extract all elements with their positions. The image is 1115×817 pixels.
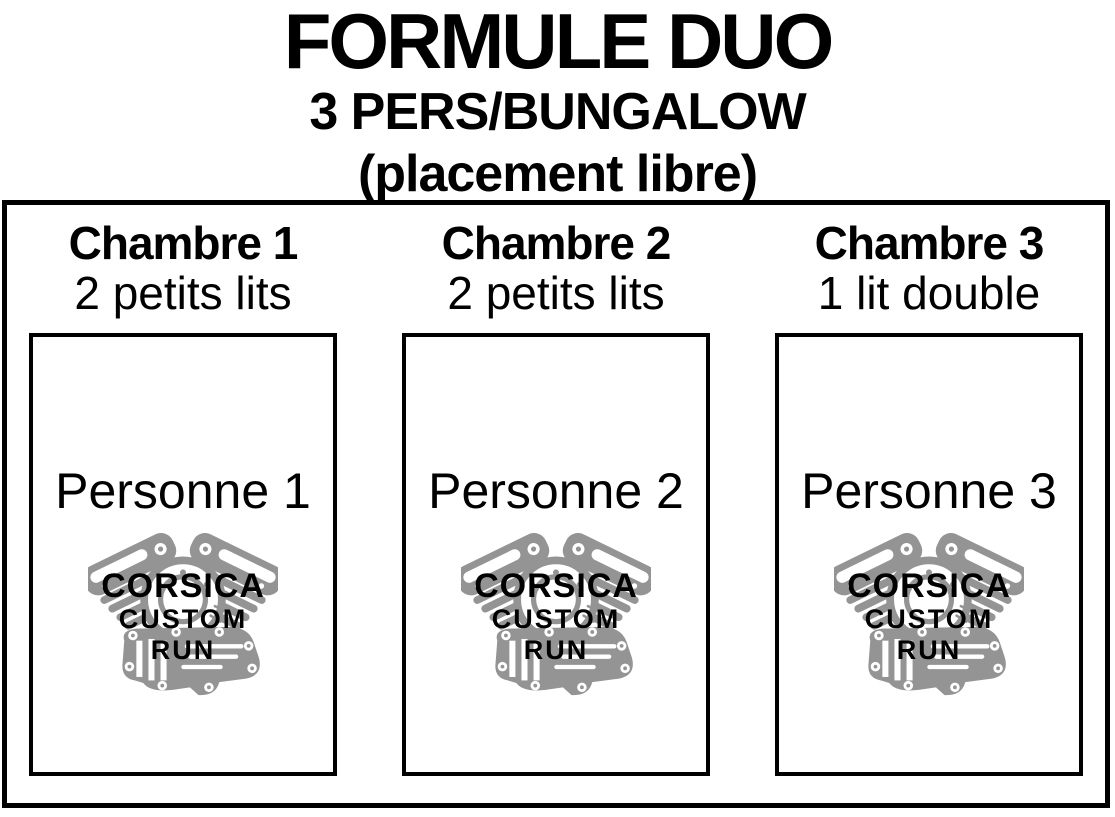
room-3-name: Chambre 3 bbox=[814, 217, 1045, 269]
logo-line-run: RUN bbox=[896, 635, 962, 666]
room-3-person: Personne 3 bbox=[801, 463, 1057, 519]
room-3-beds: 1 lit double bbox=[817, 266, 1041, 319]
logo-text: CORSICA CUSTOM RUN bbox=[431, 566, 681, 666]
room-column-3: Chambre 3 1 lit double Personne 3 CORSIC… bbox=[775, 205, 1083, 803]
bungalow-board: Chambre 1 2 petits lits Personne 1 CORSI… bbox=[2, 200, 1110, 808]
room-1-person: Personne 1 bbox=[55, 463, 311, 519]
logo-line-run: RUN bbox=[150, 635, 216, 666]
room-column-1: Chambre 1 2 petits lits Personne 1 CORSI… bbox=[29, 205, 337, 803]
logo-line-run: RUN bbox=[523, 635, 589, 666]
corsica-custom-run-logo: CORSICA CUSTOM RUN bbox=[461, 529, 651, 704]
page-subtitle: 3 PERS/BUNGALOW bbox=[309, 83, 806, 141]
room-1-name: Chambre 1 bbox=[68, 217, 299, 269]
room-1-header: Chambre 1 2 petits lits bbox=[29, 205, 337, 333]
room-1-box: Personne 1 CORSICA CUSTOM RUN bbox=[29, 333, 337, 776]
page-title: FORMULE DUO bbox=[283, 0, 835, 85]
room-3-header: Chambre 3 1 lit double bbox=[775, 205, 1083, 333]
placement-note: (placement libre) bbox=[357, 145, 758, 203]
logo-line-corsica: CORSICA bbox=[847, 566, 1011, 605]
room-2-box: Personne 2 CORSICA CUSTOM RUN bbox=[402, 333, 710, 776]
header: FORMULE DUO 3 PERS/BUNGALOW (placement l… bbox=[0, 0, 1115, 200]
logo-text: CORSICA CUSTOM RUN bbox=[58, 566, 308, 666]
logo-text: CORSICA CUSTOM RUN bbox=[804, 566, 1054, 666]
corsica-custom-run-logo: CORSICA CUSTOM RUN bbox=[88, 529, 278, 704]
room-2-header: Chambre 2 2 petits lits bbox=[402, 205, 710, 333]
corsica-custom-run-logo: CORSICA CUSTOM RUN bbox=[834, 529, 1024, 704]
logo-line-custom: CUSTOM bbox=[118, 604, 248, 635]
logo-line-corsica: CORSICA bbox=[101, 566, 265, 605]
room-2-beds: 2 petits lits bbox=[447, 266, 665, 319]
logo-line-corsica: CORSICA bbox=[474, 566, 638, 605]
room-2-name: Chambre 2 bbox=[441, 217, 672, 269]
room-2-person: Personne 2 bbox=[428, 463, 684, 519]
room-1-beds: 2 petits lits bbox=[74, 266, 292, 319]
logo-line-custom: CUSTOM bbox=[491, 604, 621, 635]
room-3-box: Personne 3 CORSICA CUSTOM RUN bbox=[775, 333, 1083, 776]
logo-line-custom: CUSTOM bbox=[864, 604, 994, 635]
room-column-2: Chambre 2 2 petits lits Personne 2 CORSI… bbox=[402, 205, 710, 803]
